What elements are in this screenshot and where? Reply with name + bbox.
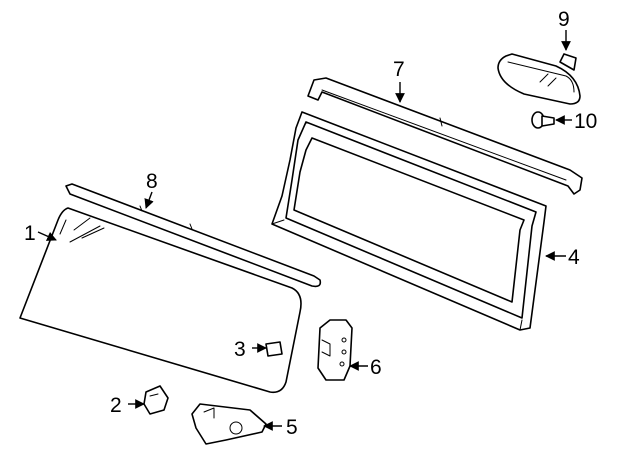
callout-9-label: 9 (558, 8, 570, 31)
pillar-bracket (317, 319, 353, 381)
callout-8-leader (144, 191, 154, 209)
callout-8-label: 8 (146, 170, 158, 193)
callout-1-label: 1 (24, 222, 36, 245)
windshield-upper-seal (65, 183, 322, 288)
callout-1-leader (37, 231, 57, 241)
callout-3-label: 3 (234, 338, 246, 361)
callout-7-label: 7 (393, 58, 405, 81)
clip (265, 341, 283, 357)
callout-6-label: 6 (370, 356, 382, 379)
mirror-mounting-button (531, 111, 555, 129)
callout-5-label: 5 (286, 416, 298, 439)
callout-2-label: 2 (110, 394, 122, 417)
callout-10-label: 10 (574, 110, 597, 133)
windshield-glass (19, 207, 302, 394)
lower-hinge (191, 403, 267, 445)
upper-frame-header (307, 77, 583, 195)
rear-view-mirror (497, 53, 581, 105)
callout-4-label: 4 (568, 246, 580, 269)
windshield-frame (271, 111, 547, 331)
hinge-bracket (143, 385, 169, 415)
